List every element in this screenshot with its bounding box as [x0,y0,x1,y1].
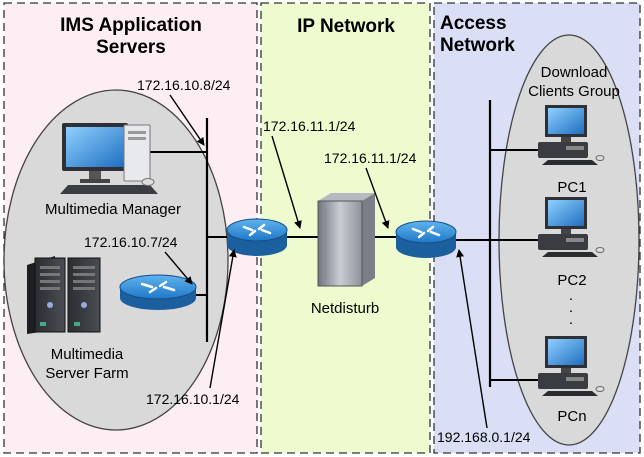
pcn-label: PCn [557,408,586,425]
pcn-computer-icon [538,336,605,396]
ip-router1-left-label: 172.16.10.1/24 [146,391,240,407]
server-farm-router-icon [119,274,197,310]
router2-icon [395,220,457,258]
ims-zone-title-line2: Servers [96,37,166,58]
router1-icon [226,218,288,256]
pc1-label: PC1 [557,179,586,196]
ip-router2-left-label: 172.16.11.1/24 [324,150,417,166]
clients-group-label-line1: Download [541,64,608,81]
multimedia-manager-computer-icon [60,123,158,194]
ip-zone-title: IP Network [297,16,395,37]
multimedia-manager-label: Multimedia Manager [45,201,181,218]
ip-server-farm-label: 172.16.10.7/24 [84,234,178,250]
netdisturb-label: Netdisturb [311,300,379,317]
pc1-computer-icon [538,105,605,165]
ellipsis-dot-3: · [569,314,574,331]
ims-zone-title-line1: IMS Application [60,15,202,36]
access-zone-title-line2: Network [440,35,515,56]
arrow-server-farm [164,251,193,285]
ims-servers-ellipse [3,89,229,431]
ellipsis-dot-2: · [569,302,574,319]
ip-manager-label: 172.16.10.8/24 [137,77,231,93]
arrow-router2-right [456,249,488,429]
netdisturb-server-icon [317,193,375,287]
arrow-router2-left [365,167,390,229]
server-farm-icon [27,256,101,334]
arrow-router1-left [209,249,237,389]
ellipsis-dot-1: · [569,290,574,307]
server-farm-label-line1: Multimedia [51,346,124,363]
pc2-label: PC2 [557,272,586,289]
server-farm-label-line2: Server Farm [45,365,128,382]
access-zone-title-line1: Access [440,13,507,34]
arrow-manager [169,94,205,146]
clients-group-label-line2: Clients Group [528,83,620,100]
ip-router2-right-label: 192.168.0.1/24 [437,429,531,445]
pc2-computer-icon [538,197,605,257]
arrow-router1-right [271,135,302,229]
ip-router1-right-label: 172.16.11.1/24 [263,118,356,134]
